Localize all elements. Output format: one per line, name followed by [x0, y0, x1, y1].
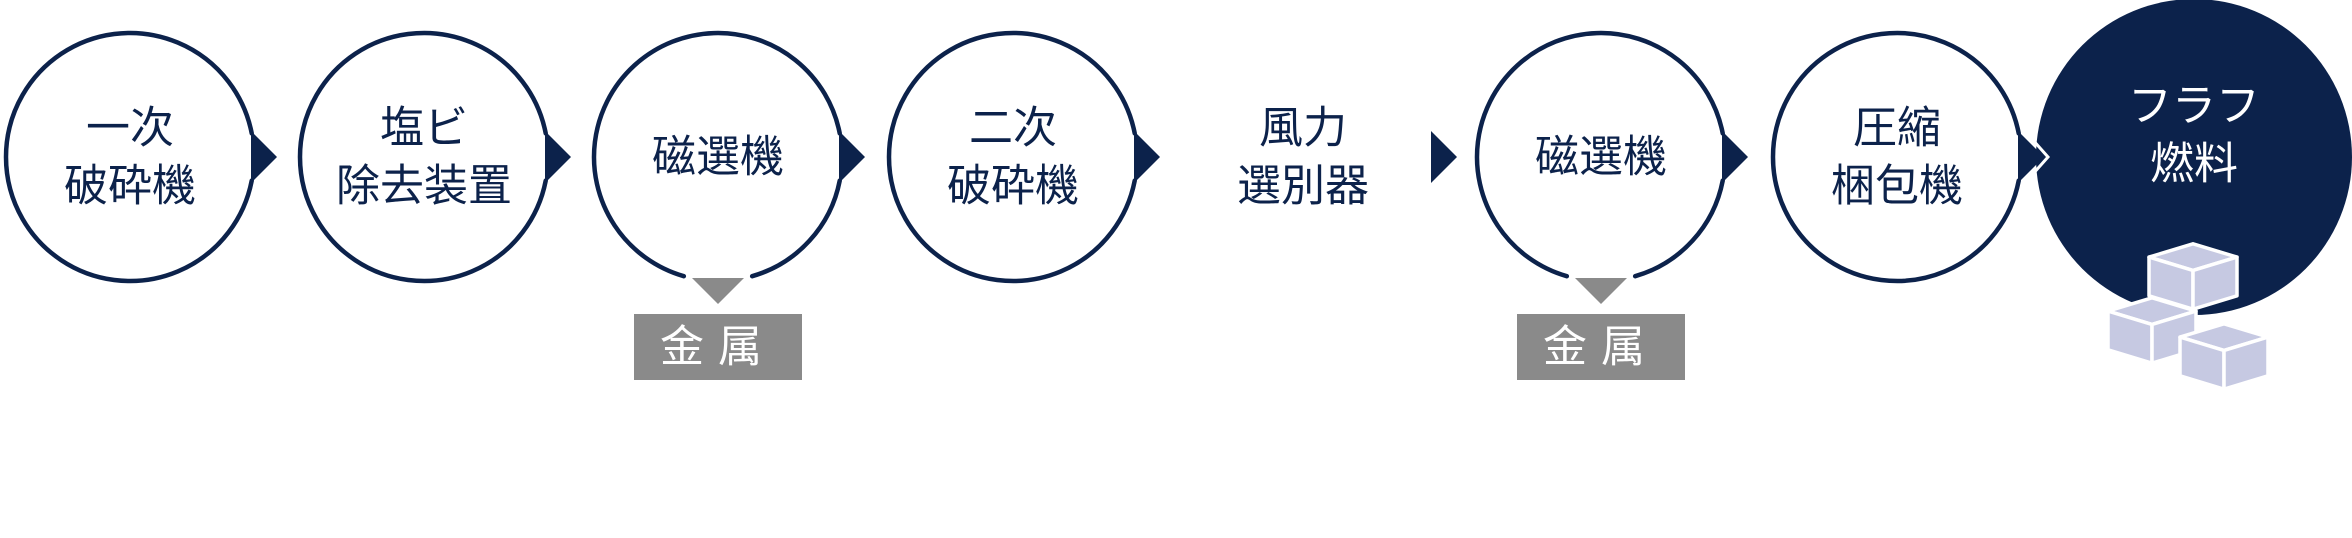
- flow-arrow-icon: [1431, 131, 1457, 183]
- flow-arrow-icon: [251, 131, 277, 183]
- flow-arrow-icon: [839, 131, 865, 183]
- step-label-line: 圧縮: [1853, 103, 1941, 154]
- step-label-line: 一次: [86, 103, 174, 154]
- flow-arrow-icon: [2018, 131, 2044, 183]
- output-box: [634, 314, 802, 380]
- step-label-line: 二次: [969, 103, 1057, 154]
- step-ring: [3, 30, 254, 284]
- flow-arrow-icon: [1722, 131, 1748, 183]
- cube-icon: [2147, 242, 2239, 311]
- step-label-line: 選別器: [1237, 161, 1369, 212]
- cube-icon: [2106, 296, 2198, 365]
- step-ring: [749, 178, 842, 279]
- flow-arrow-icon: [545, 131, 571, 183]
- step-ring: [591, 30, 842, 279]
- output-metal: 金属: [1517, 278, 1685, 380]
- step-ring: [1770, 30, 2021, 284]
- step-ring: [1474, 30, 1725, 279]
- step-magnetic-separator-1: 磁選機: [591, 30, 865, 279]
- output-box: [1517, 314, 1685, 380]
- step-label-line: 破砕機: [947, 161, 1079, 212]
- product-circle: [2036, 0, 2352, 315]
- output-metal: 金属: [634, 278, 802, 380]
- down-arrow-icon: [1575, 278, 1627, 304]
- output-label: 金属: [1543, 322, 1659, 373]
- flow-arrow-icon: [1134, 131, 1160, 183]
- output-label: 金属: [660, 322, 776, 373]
- step-label-line: 燃料: [2150, 139, 2238, 190]
- outputs-layer: 金属 金属: [634, 278, 1685, 380]
- step-label-line: 破砕機: [64, 161, 196, 212]
- cube-icon: [2178, 322, 2270, 391]
- step-label-line: 磁選機: [1535, 132, 1667, 183]
- down-arrow-icon: [692, 278, 744, 304]
- step-label-line: 風力: [1259, 103, 1347, 154]
- step-ring: [297, 30, 548, 284]
- step-label-line: 磁選機: [652, 132, 784, 183]
- step-magnetic-separator-2: 磁選機: [1474, 30, 1748, 279]
- step-label-line: 除去装置: [336, 161, 512, 212]
- step-label-line: フラフ: [2128, 81, 2260, 132]
- step-label-line: 塩ビ: [380, 103, 468, 154]
- step-label-line: 梱包機: [1831, 161, 1963, 212]
- product-icon-layer: [2106, 242, 2270, 391]
- stacked-cubes-icon: [2106, 242, 2270, 391]
- notch-mark: [2030, 138, 2051, 176]
- step-ring: [1632, 178, 1725, 279]
- step-ring: [886, 30, 1137, 284]
